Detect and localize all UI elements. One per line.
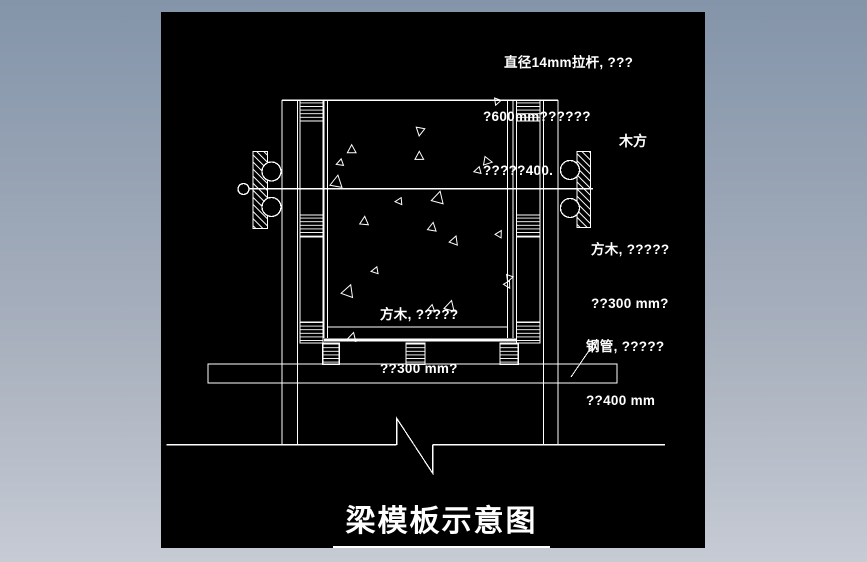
formwork-linework — [166, 97, 665, 476]
side-wood-annotation-line1: 方木, ????? — [591, 242, 670, 257]
tie-rod-annotation-line3: ?????400. — [483, 163, 554, 178]
center-wood-annotation-line2: ??300 mm? — [380, 361, 458, 376]
drawing-title: 梁模板示意图 — [333, 496, 550, 548]
steel-pipe-annotation-line1: 钢管, ????? — [586, 339, 665, 354]
center-wood-annotation-line1: 方木, ????? — [380, 307, 459, 322]
steel-pipe-annotation: 钢管, ????? ??400 mm — [586, 302, 664, 446]
side-wood-annotation: 方木, ????? ??300 mm? — [591, 205, 669, 349]
wood-square-label: 木方 — [619, 133, 647, 149]
drawing-svg — [166, 97, 665, 476]
side-wood-annotation-line2: ??300 mm? — [591, 296, 669, 311]
drawing-canvas[interactable]: 直径14mm拉杆, ??? ?600mm?????? ?????400. 木方 … — [161, 12, 705, 548]
center-wood-annotation: 方木, ????? ??300 mm? — [380, 270, 458, 414]
steel-pipe-annotation-line2: ??400 mm — [586, 393, 656, 408]
tie-rod-annotation-line2: ?600mm?????? — [483, 109, 591, 124]
tie-rod-annotation-line1: 直径14mm拉杆, ??? — [504, 55, 634, 70]
tie-rod-annotation: 直径14mm拉杆, ??? ?600mm?????? ?????400. — [483, 18, 633, 216]
